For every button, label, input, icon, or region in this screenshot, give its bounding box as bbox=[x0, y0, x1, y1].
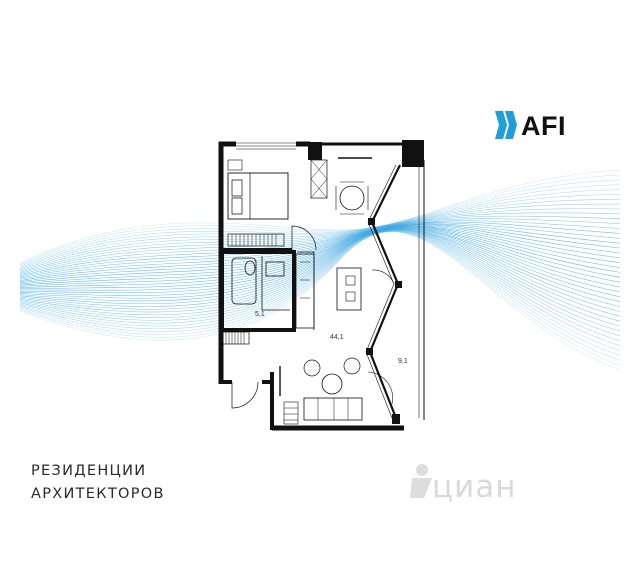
bathroom-inner bbox=[261, 256, 290, 311]
wave-line bbox=[19, 228, 621, 312]
node-4 bbox=[392, 414, 400, 424]
wave-line bbox=[19, 230, 621, 346]
bedside-table bbox=[227, 159, 243, 171]
wave-line bbox=[19, 223, 621, 281]
wave-line bbox=[19, 203, 621, 272]
bathtub bbox=[231, 257, 257, 305]
wave-line bbox=[19, 226, 621, 288]
project-caption: РЕЗИДЕНЦИИ АРХИТЕКТОРОВ bbox=[31, 460, 165, 506]
wardrobe-hatching bbox=[225, 332, 245, 344]
stool-1 bbox=[345, 275, 356, 286]
afi-logo-icon bbox=[495, 111, 517, 139]
hall-wardrobe bbox=[222, 331, 250, 345]
dining-table bbox=[339, 185, 365, 211]
zigzag-glazing bbox=[368, 164, 401, 419]
kitchen-counter bbox=[297, 251, 315, 330]
utility-lines bbox=[300, 261, 310, 299]
wave-line bbox=[19, 226, 621, 290]
wave-line bbox=[19, 169, 621, 264]
cian-watermark-text: циан bbox=[432, 469, 517, 505]
wave-line bbox=[19, 179, 621, 266]
wave-line bbox=[19, 230, 621, 341]
room-area-bathroom: 5,1 bbox=[255, 311, 265, 318]
wave-line bbox=[19, 229, 621, 317]
wave-line bbox=[19, 227, 621, 291]
bedroom-door bbox=[291, 225, 317, 251]
node-1 bbox=[368, 218, 375, 225]
room-area-living: 44,1 bbox=[330, 334, 344, 341]
entrance-door bbox=[231, 381, 259, 409]
bathroom-wall bbox=[220, 250, 296, 332]
wave-line bbox=[19, 227, 621, 294]
wave-line bbox=[19, 230, 621, 337]
wave-line bbox=[19, 227, 621, 296]
wave-line bbox=[19, 184, 621, 267]
wave-line bbox=[19, 221, 621, 279]
wave-line bbox=[19, 199, 621, 271]
coffee-table bbox=[321, 373, 343, 395]
wave-line bbox=[19, 227, 621, 299]
wave-line bbox=[19, 224, 621, 284]
sofa bbox=[303, 397, 363, 421]
wave-line bbox=[19, 230, 621, 356]
wave-line bbox=[19, 229, 621, 332]
tv-stand-hatching bbox=[284, 407, 298, 421]
wave-line bbox=[19, 228, 621, 302]
wave-line bbox=[19, 231, 621, 366]
wave-line bbox=[19, 231, 621, 361]
wave-line bbox=[19, 174, 621, 265]
brand-logo-text: AFI bbox=[521, 111, 566, 141]
toilet bbox=[244, 260, 256, 276]
sofa-cushions bbox=[317, 398, 349, 420]
caption-line-2: АРХИТЕКТОРОВ bbox=[31, 486, 165, 502]
window-top bbox=[236, 142, 296, 150]
wave-line bbox=[19, 228, 621, 307]
room-area-balcony: 9,1 bbox=[398, 358, 408, 365]
sink bbox=[265, 261, 285, 277]
kitchen-island bbox=[336, 267, 362, 311]
wave-line bbox=[19, 226, 621, 287]
wave-line bbox=[19, 208, 621, 273]
wave-line bbox=[19, 212, 621, 274]
bed bbox=[227, 172, 289, 220]
dining-chairs bbox=[335, 181, 369, 215]
caption-line-1: РЕЗИДЕНЦИИ bbox=[31, 463, 147, 479]
armchair-2 bbox=[343, 357, 361, 375]
bedroom-wardrobe-hatching bbox=[231, 234, 277, 246]
cian-watermark-icon bbox=[410, 464, 432, 498]
wave-line bbox=[19, 218, 621, 277]
wave-line bbox=[19, 225, 621, 286]
balcony-door-swing bbox=[371, 269, 395, 285]
wave-line bbox=[19, 224, 621, 282]
wave-line bbox=[19, 222, 621, 280]
node-3 bbox=[366, 348, 373, 355]
wave-line bbox=[19, 220, 621, 278]
wave-line bbox=[19, 189, 621, 268]
wave-line bbox=[19, 215, 621, 275]
column-top-far-right bbox=[402, 140, 424, 167]
armchair-1 bbox=[303, 359, 321, 377]
kitchen-shelving bbox=[310, 159, 328, 199]
column-top-right bbox=[308, 142, 322, 160]
stool-2 bbox=[345, 291, 356, 302]
wave-line bbox=[19, 229, 621, 322]
wave-line bbox=[19, 229, 621, 327]
wave-line bbox=[19, 230, 621, 351]
bed-pillows bbox=[231, 179, 243, 215]
utility-cabinet bbox=[295, 253, 315, 329]
kitchen-shelving-x bbox=[310, 159, 328, 199]
living-door-swing bbox=[367, 371, 393, 405]
tv-stand bbox=[283, 401, 299, 425]
node-2 bbox=[395, 281, 402, 288]
wave-line bbox=[19, 194, 621, 270]
wave-line bbox=[19, 231, 621, 371]
wave-line bbox=[19, 225, 621, 285]
